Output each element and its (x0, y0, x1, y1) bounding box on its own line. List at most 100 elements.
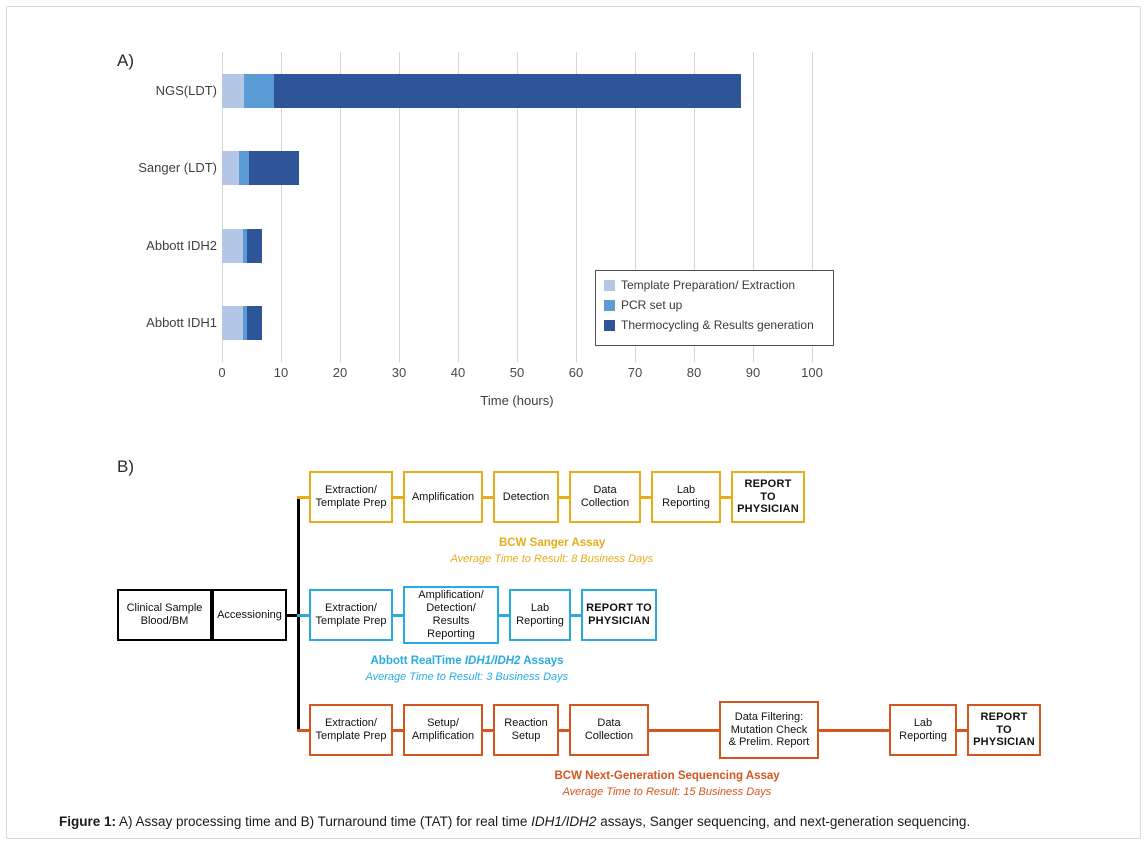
legend-label: PCR set up (621, 298, 683, 312)
flow-box-label: Accessioning (217, 608, 282, 621)
flow-box-step[interactable]: Amplification/Detection/Results Reportin… (403, 586, 499, 644)
x-tick-label: 40 (450, 365, 466, 380)
stacked-bar[interactable] (222, 73, 742, 108)
flow-connector (287, 614, 299, 617)
gridline (517, 52, 518, 362)
x-tick-label: 0 (218, 365, 226, 380)
gridline (340, 52, 341, 362)
stacked-bar[interactable] (222, 228, 263, 263)
gridline (812, 52, 813, 362)
stacked-bar[interactable] (222, 306, 263, 341)
flow-box-label: Amplification (411, 490, 475, 503)
bar-segment[interactable] (222, 306, 243, 341)
bar-segment[interactable] (243, 73, 274, 108)
bar-segment[interactable] (222, 228, 243, 263)
legend-item[interactable]: PCR set up (604, 298, 825, 312)
flow-connector (499, 614, 509, 617)
bar-segment[interactable] (273, 73, 742, 108)
x-tick-label: 60 (568, 365, 584, 380)
x-tick-label: 90 (745, 365, 761, 380)
assay-title: Abbott RealTime IDH1/IDH2 Assays (370, 655, 564, 667)
stacked-bar[interactable] (222, 151, 299, 186)
assay-subtitle: Average Time to Result: 3 Business Days (365, 671, 569, 683)
flow-connector (721, 496, 731, 499)
flow-connector (393, 614, 403, 617)
flow-box-step[interactable]: Setup/Amplification (403, 704, 483, 756)
bar-segment[interactable] (222, 73, 244, 108)
x-tick-label: 70 (627, 365, 643, 380)
flow-box-step[interactable]: Extraction/Template Prep (309, 589, 393, 641)
panel-a-label: A) (117, 51, 134, 70)
flow-connector (819, 729, 889, 732)
flow-box-label: Extraction/Template Prep (315, 602, 387, 627)
gridline (222, 52, 223, 362)
bar-row (222, 306, 812, 341)
x-tick-label: 50 (509, 365, 525, 380)
panel-b-label: B) (117, 457, 134, 476)
flow-connector (559, 496, 569, 499)
flow-connector (483, 729, 493, 732)
flow-connector (393, 729, 403, 732)
bar-segment[interactable] (242, 228, 248, 263)
legend-item[interactable]: Template Preparation/ Extraction (604, 278, 825, 292)
flow-box-step[interactable]: Extraction/Template Prep (309, 704, 393, 756)
x-tick-label: 20 (332, 365, 348, 380)
flow-box-label: Amplification/Detection/Results Reportin… (418, 589, 484, 640)
bar-segment[interactable] (239, 151, 250, 186)
flow-box-step[interactable]: Data Filtering:Mutation Check& Prelim. R… (719, 701, 819, 759)
caption-label: Figure 1: (59, 814, 117, 829)
flow-connector (559, 729, 569, 732)
flow-box-label: Detection (502, 490, 550, 503)
legend-item[interactable]: Thermocycling & Results generation (604, 318, 825, 332)
flow-box-step[interactable]: Amplification (403, 471, 483, 523)
flow-box-step[interactable]: Extraction/Template Prep (309, 471, 393, 523)
x-tick-label: 10 (273, 365, 289, 380)
category-label: Abbott IDH2 (146, 237, 217, 253)
flow-box-label: Extraction/Template Prep (315, 717, 387, 742)
flow-trunk (297, 497, 300, 730)
flow-box-label: Data Filtering:Mutation Check& Prelim. R… (728, 710, 810, 749)
flow-connector (483, 496, 493, 499)
x-axis-title: Time (hours) (480, 393, 554, 408)
flow-connector (641, 496, 651, 499)
gridline (281, 52, 282, 362)
flow-box-step[interactable]: Detection (493, 471, 559, 523)
gridline (576, 52, 577, 362)
bar-segment[interactable] (247, 306, 263, 341)
chart-plot-area (222, 52, 813, 362)
x-tick-label: 30 (391, 365, 407, 380)
flow-connector (571, 614, 581, 617)
bar-segment[interactable] (242, 306, 248, 341)
assay-title: BCW Next-Generation Sequencing Assay (554, 770, 780, 782)
x-tick-label: 100 (801, 365, 823, 380)
flow-connector (297, 614, 309, 617)
assay-subtitle: Average Time to Result: 15 Business Days (562, 786, 772, 798)
bar-segment[interactable] (222, 151, 240, 186)
bar-segment[interactable] (249, 151, 299, 186)
flow-box-accessioning[interactable]: Accessioning (212, 589, 287, 641)
category-label: Abbott IDH1 (146, 315, 217, 331)
category-label: NGS(LDT) (155, 82, 217, 98)
legend-label: Template Preparation/ Extraction (621, 278, 796, 292)
bar-segment[interactable] (247, 228, 263, 263)
